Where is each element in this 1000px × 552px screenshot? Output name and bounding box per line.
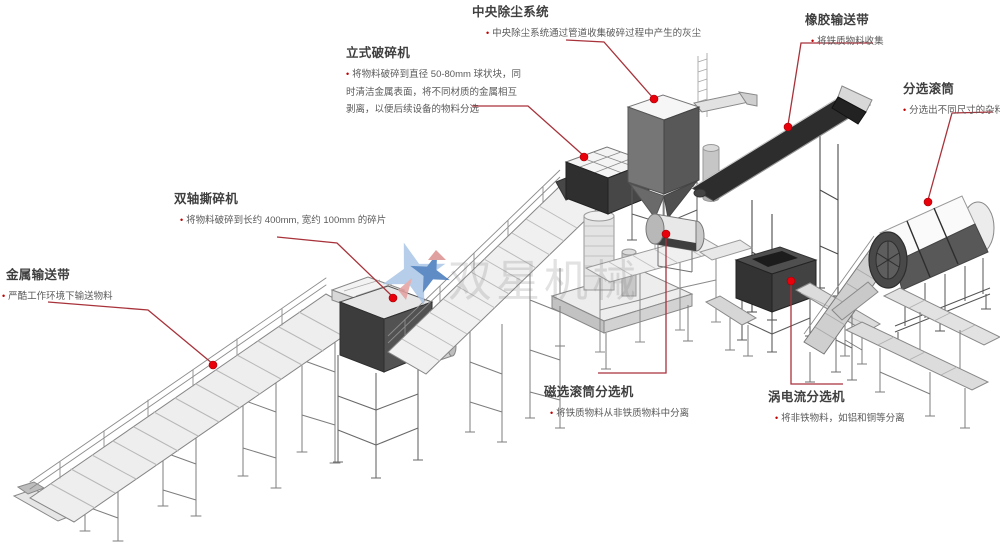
leader-shredder (276, 236, 393, 297)
dot-metal-conveyor (208, 360, 218, 370)
callout-vertical-crusher: 立式破碎机 •将物料破碎到直径 50-80mm 球状块，同时清洁金属表面，将不同… (346, 42, 524, 119)
bullet-icon: • (550, 408, 554, 418)
dot-rubber-conveyor (783, 122, 793, 132)
leader-magnetic-drum (598, 237, 667, 374)
dot-magnetic-drum (661, 229, 671, 239)
leader-vertical-crusher (472, 105, 585, 157)
callout-description: •将非铁物料，如铝和铜等分离 (775, 413, 905, 424)
leader-rubber-conveyor (787, 42, 873, 126)
callout-magnetic-drum-separator: 磁选滚筒分选机 •将铁质物料从非铁质物料中分离 (544, 381, 689, 422)
callout-double-shaft-shredder: 双轴撕碎机 •将物料破碎到长约 400mm, 宽约 100mm 的碎片 (174, 188, 386, 229)
bullet-icon: • (903, 105, 907, 115)
leader-metal-conveyor (47, 301, 214, 365)
leader-eddy-current (790, 283, 843, 385)
callout-description: •将铁质物料从非铁质物料中分离 (550, 408, 690, 419)
callout-dots (208, 94, 933, 370)
callout-title: 分选滚筒 (903, 82, 955, 96)
bullet-icon: • (486, 28, 490, 38)
dot-sorting-drum (923, 197, 933, 207)
sorting-drum-graphic (831, 195, 1000, 429)
rubber-conveyor-graphic (691, 85, 873, 321)
leader-central-dust (565, 39, 655, 100)
dot-vertical-crusher (579, 152, 589, 162)
dot-eddy-current (786, 276, 796, 286)
bullet-icon: • (775, 413, 779, 423)
callout-description: •严酷工作环境下输送物料 (2, 291, 113, 302)
eddy-current-separator-graphic (698, 239, 881, 365)
callout-title: 双轴撕碎机 (174, 192, 239, 206)
callout-title: 立式破碎机 (346, 46, 411, 60)
callout-title: 金属输送带 (6, 268, 71, 282)
callout-title: 磁选滚筒分选机 (544, 385, 634, 399)
magnetic-drum-separator-graphic (584, 213, 726, 353)
callout-title: 中央除尘系统 (472, 5, 549, 19)
bullet-icon: • (2, 291, 6, 301)
bullet-icon: • (811, 36, 815, 46)
bullet-icon: • (180, 215, 184, 225)
callout-sorting-drum: 分选滚筒 •分选出不同尺寸的杂料 (903, 78, 1000, 119)
callout-description: •将物料破碎到直径 50-80mm 球状块，同时清洁金属表面，将不同材质的金属相… (346, 69, 522, 115)
callout-description: •分选出不同尺寸的杂料 (903, 105, 1000, 116)
dot-central-dust (649, 94, 659, 104)
callout-description: •将铁质物料收集 (811, 36, 884, 47)
callout-title: 涡电流分选机 (768, 390, 845, 404)
watermark-text: 双星机械 (448, 257, 640, 306)
callout-rubber-conveyor: 橡胶输送带 •将铁质物料收集 (805, 9, 884, 50)
callout-central-dust-system: 中央除尘系统 •中央除尘系统通过管道收集破碎过程中产生的灰尘 (472, 1, 701, 42)
callout-eddy-current-separator: 涡电流分选机 •将非铁物料，如铝和铜等分离 (768, 386, 905, 427)
metal-conveyor-graphic (12, 277, 371, 542)
callout-title: 橡胶输送带 (805, 13, 870, 27)
dot-shredder (388, 293, 398, 303)
bullet-icon: • (346, 69, 350, 79)
callout-metal-conveyor: 金属输送带 •严酷工作环境下输送物料 (2, 264, 113, 305)
watermark-logo (382, 242, 450, 306)
callout-leader-lines (47, 39, 994, 385)
callout-description: •将物料破碎到长约 400mm, 宽约 100mm 的碎片 (180, 215, 387, 226)
callout-description: •中央除尘系统通过管道收集破碎过程中产生的灰尘 (486, 28, 702, 39)
leader-sorting-drum (927, 111, 994, 201)
